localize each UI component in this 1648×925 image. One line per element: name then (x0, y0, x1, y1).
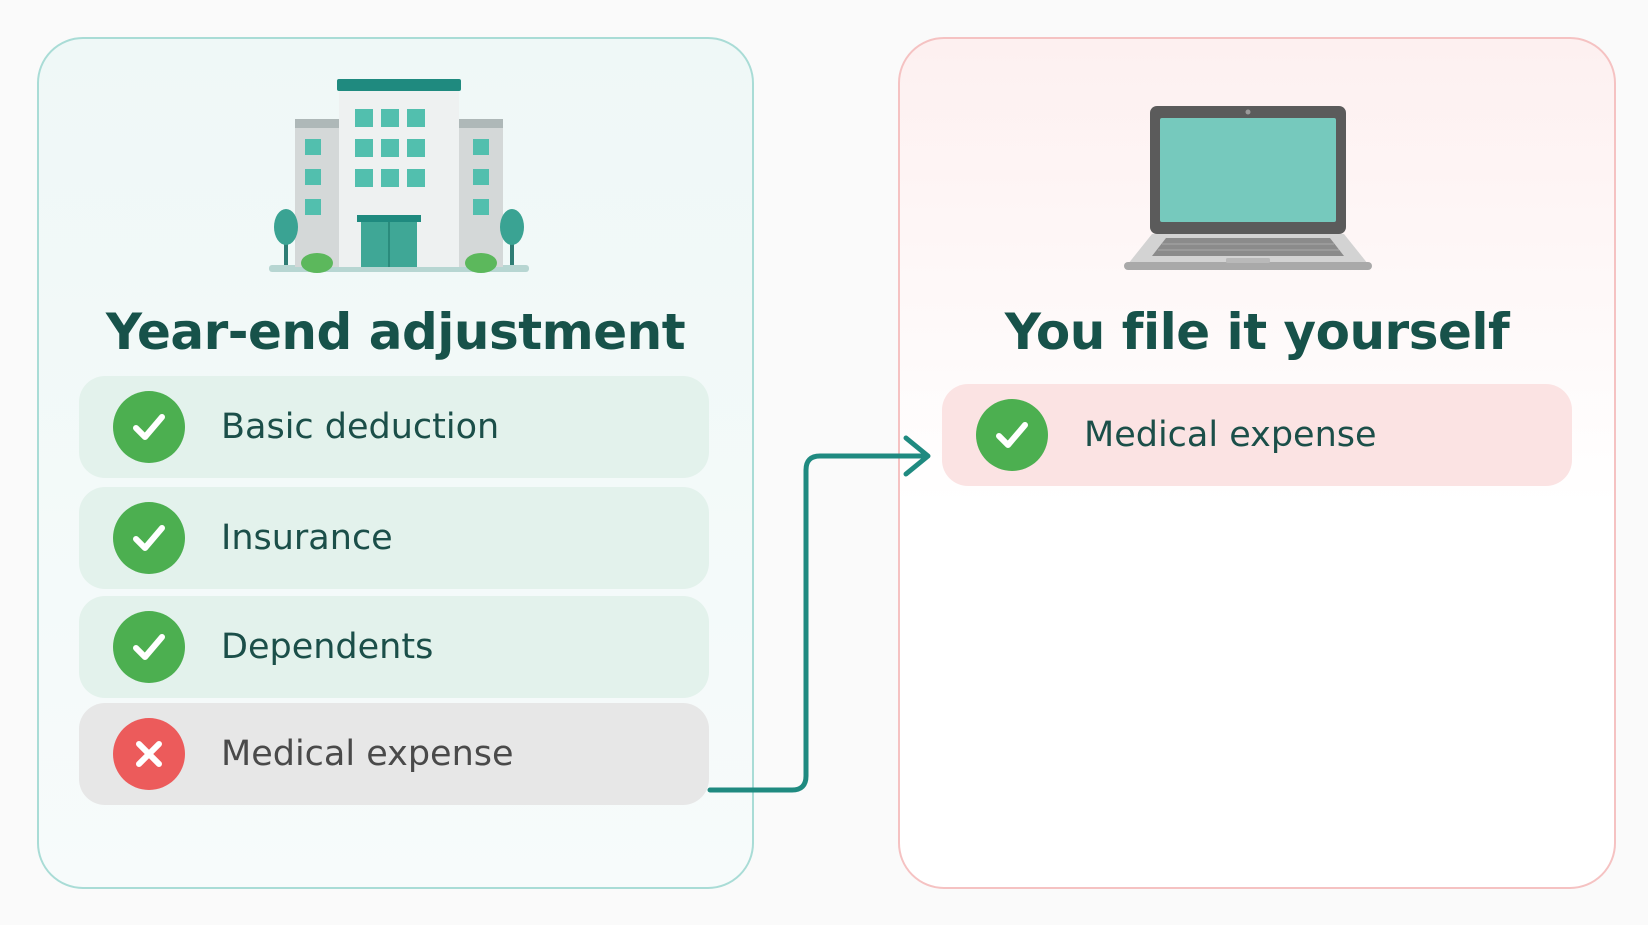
list-item-label: Insurance (221, 518, 393, 558)
list-item-insurance: Insurance (79, 487, 709, 589)
year-end-adjustment-panel: Year-end adjustment Basic deduction Insu… (37, 37, 754, 889)
checkmark-icon (113, 611, 185, 683)
list-item-dependents: Dependents (79, 596, 709, 698)
list-item-medical-expense: Medical expense (942, 384, 1572, 486)
self-filing-panel: You file it yourself Medical expense (898, 37, 1616, 889)
list-item-basic-deduction: Basic deduction (79, 376, 709, 478)
list-item-label: Dependents (221, 627, 434, 667)
checkmark-icon (113, 391, 185, 463)
list-item-label: Basic deduction (221, 407, 500, 447)
checkmark-icon (976, 399, 1048, 471)
panel-title: Year-end adjustment (105, 303, 686, 361)
office-building-icon (269, 79, 529, 273)
laptop-icon (1124, 106, 1372, 270)
panel-title: You file it yourself (1004, 303, 1510, 361)
cross-icon (113, 718, 185, 790)
checkmark-icon (113, 502, 185, 574)
list-item-label: Medical expense (1084, 415, 1377, 455)
list-item-medical-expense: Medical expense (79, 703, 709, 805)
list-item-label: Medical expense (221, 734, 514, 774)
